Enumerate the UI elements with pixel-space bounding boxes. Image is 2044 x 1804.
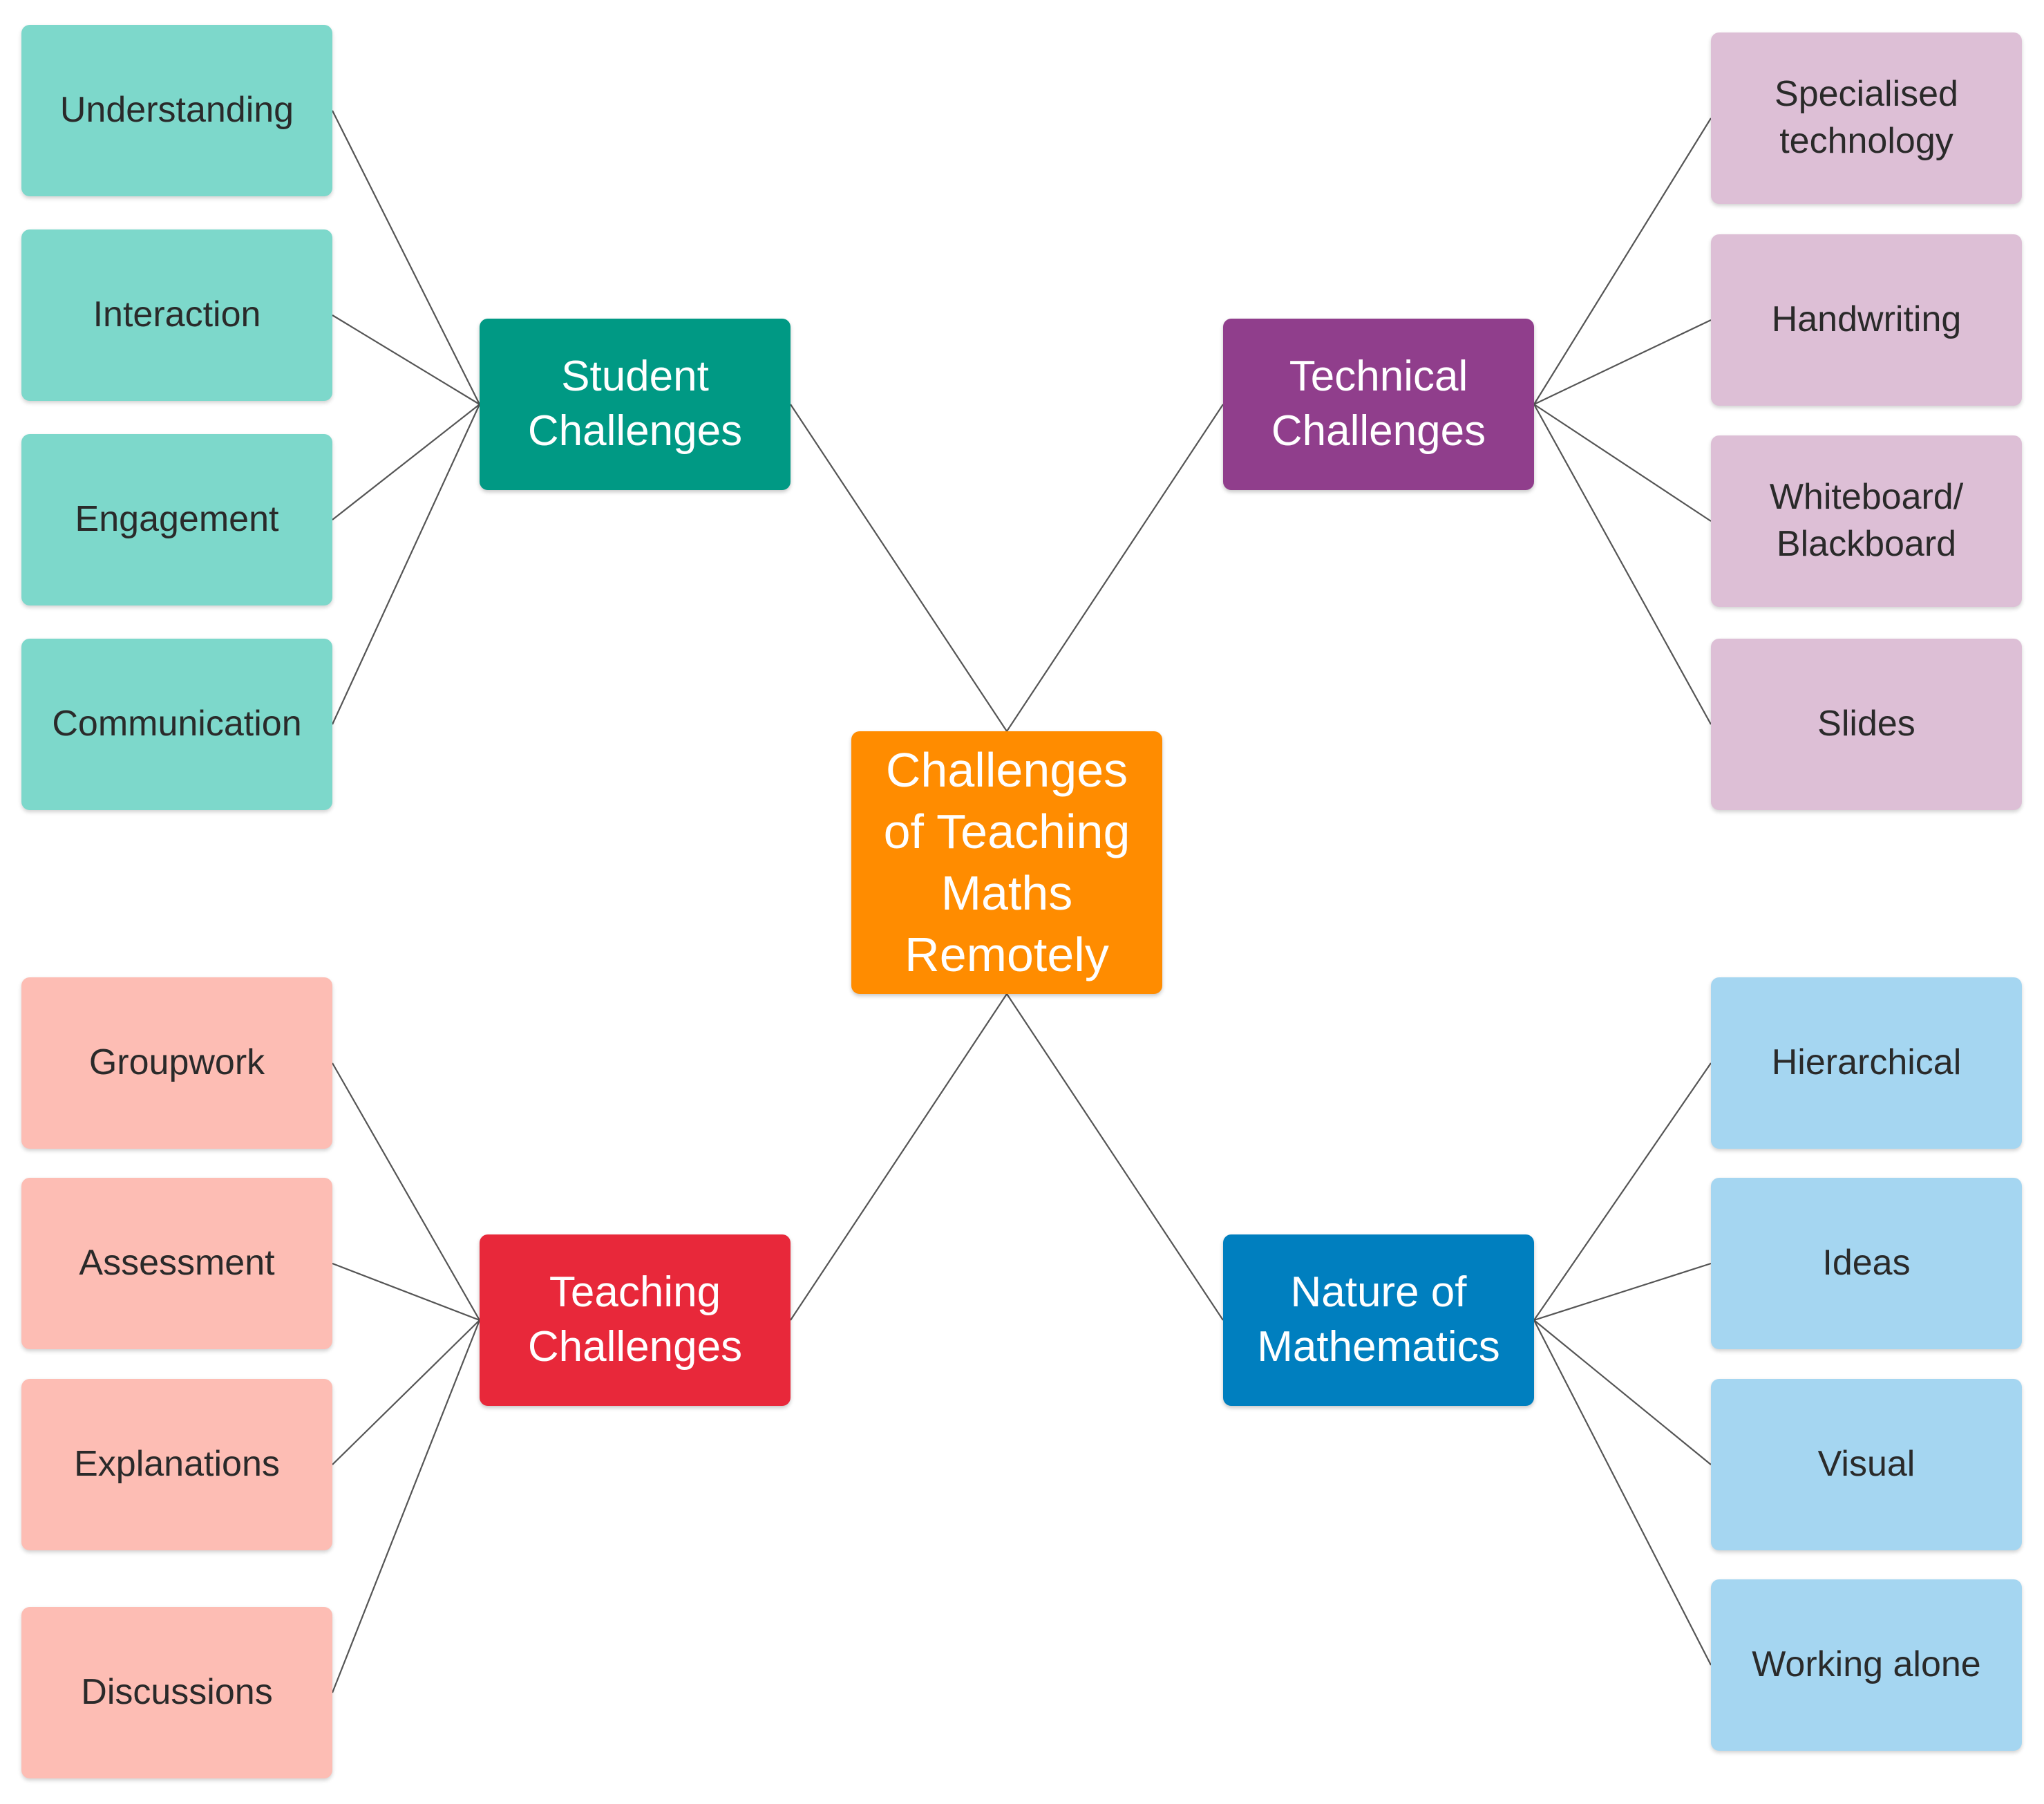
branch-nature-of-mathematics: Nature of Mathematics (1223, 1234, 1534, 1406)
leaf-label: Visual (1817, 1444, 1915, 1485)
leaf-communication: Communication (21, 639, 332, 810)
edge-nature-ideas (1533, 1262, 1712, 1322)
edge-teaching-assessment (332, 1262, 480, 1322)
leaf-interaction: Interaction (21, 229, 332, 401)
branch-student-challenges: Student Challenges (480, 319, 791, 490)
leaf-groupwork: Groupwork (21, 977, 332, 1149)
leaf-label: Interaction (93, 294, 261, 335)
edge-technical-slides (1533, 404, 1712, 725)
leaf-label: Ideas (1822, 1243, 1911, 1284)
edge-student-communication (332, 404, 480, 725)
edge-student-interaction (332, 314, 480, 405)
edge-teaching-explanations (332, 1319, 480, 1465)
leaf-discussions: Discussions (21, 1607, 332, 1778)
leaf-explanations: Explanations (21, 1379, 332, 1550)
edge-center-teaching (790, 993, 1007, 1321)
leaf-label: Hierarchical (1771, 1042, 1962, 1083)
leaf-handwriting: Handwriting (1711, 234, 2022, 406)
edge-technical-handwriting (1533, 319, 1712, 405)
edge-student-understanding (332, 110, 480, 405)
edge-nature-working-alone (1533, 1319, 1712, 1666)
branch-label: Student Challenges (527, 353, 743, 455)
leaf-hierarchical: Hierarchical (1711, 977, 2022, 1149)
leaf-working-alone: Working alone (1711, 1579, 2022, 1751)
edge-technical-specialised (1533, 118, 1712, 405)
edge-student-engagement (332, 404, 480, 520)
leaf-label: Engagement (75, 499, 279, 540)
center-node: Challenges of Teaching Maths Remotely (851, 731, 1162, 994)
edge-center-student (790, 404, 1007, 732)
leaf-label: Whiteboard/ Blackboard (1769, 477, 1964, 564)
edge-technical-whiteboard (1533, 404, 1712, 522)
leaf-understanding: Understanding (21, 25, 332, 196)
leaf-engagement: Engagement (21, 434, 332, 605)
edge-center-nature (1006, 993, 1224, 1321)
leaf-label: Specialised technology (1775, 74, 1958, 161)
leaf-specialised-technology: Specialised technology (1711, 32, 2022, 204)
center-label: Challenges of Teaching Maths Remotely (883, 743, 1130, 981)
leaf-ideas: Ideas (1711, 1178, 2022, 1349)
branch-label: Teaching Challenges (527, 1268, 743, 1371)
branch-label: Nature of Mathematics (1257, 1268, 1500, 1371)
leaf-label: Assessment (79, 1243, 275, 1284)
edge-nature-hierarchical (1533, 1062, 1712, 1321)
leaf-label: Understanding (59, 90, 294, 131)
branch-teaching-challenges: Teaching Challenges (480, 1234, 791, 1406)
edge-teaching-discussions (331, 1319, 481, 1693)
edge-center-technical (1006, 404, 1224, 732)
branch-label: Technical Challenges (1271, 353, 1486, 455)
leaf-label: Groupwork (88, 1042, 265, 1083)
leaf-slides: Slides (1711, 639, 2022, 810)
leaf-label: Discussions (81, 1672, 273, 1713)
leaf-label: Working alone (1752, 1644, 1981, 1685)
leaf-assessment: Assessment (21, 1178, 332, 1349)
leaf-label: Handwriting (1771, 299, 1962, 340)
branch-technical-challenges: Technical Challenges (1223, 319, 1534, 490)
leaf-label: Explanations (74, 1444, 280, 1485)
edge-teaching-groupwork (332, 1062, 480, 1321)
leaf-label: Communication (52, 704, 302, 744)
leaf-whiteboard-blackboard: Whiteboard/ Blackboard (1711, 435, 2022, 607)
edge-nature-visual (1533, 1319, 1712, 1465)
leaf-label: Slides (1817, 704, 1915, 744)
leaf-visual: Visual (1711, 1379, 2022, 1550)
